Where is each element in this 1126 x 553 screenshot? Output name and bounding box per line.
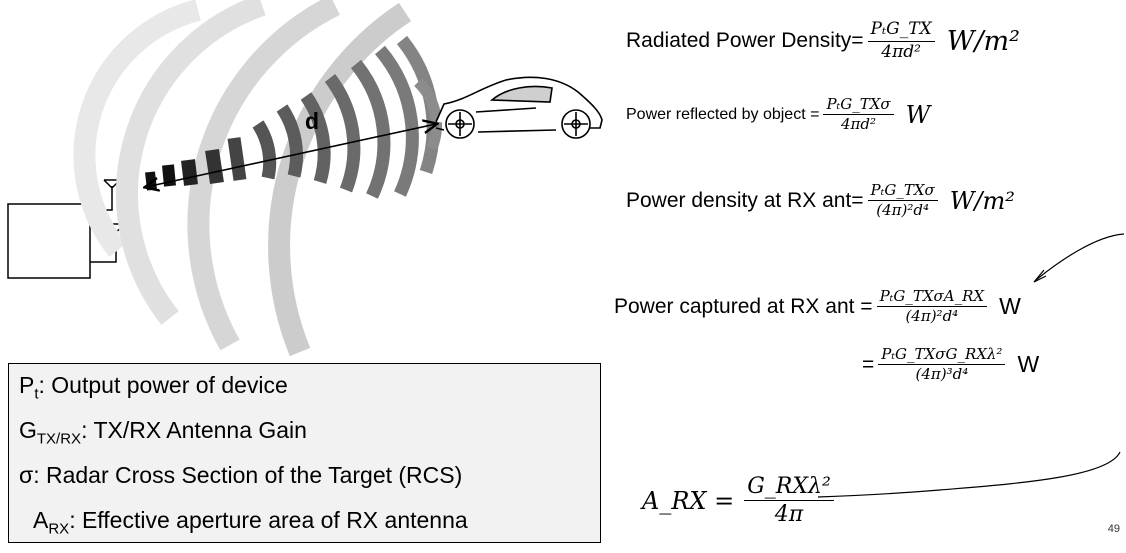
eq-captured2-numerator: PₜG_TXσG_RXλ² — [878, 345, 1006, 366]
legend-row-pt: Pt: Output power of device — [19, 371, 600, 416]
eq-captured-numerator: PₜG_TXσA_RX — [876, 287, 988, 308]
eq-density-rx-denominator: (4π)²d⁴ — [876, 201, 930, 220]
eq-aperture-fraction: G_RXλ² 4π — [744, 474, 834, 528]
eq-captured2-denominator: (4π)³d⁴ — [915, 365, 969, 384]
eq-captured2-fraction: PₜG_TXσG_RXλ² (4π)³d⁴ — [878, 345, 1006, 384]
connector-curve-bottom — [817, 451, 1121, 498]
eq-captured2-label: = — [862, 352, 875, 376]
eq-reflected-denominator: 4πd² — [841, 115, 877, 134]
symbol-legend-box: Pt: Output power of device GTX/RX: TX/RX… — [8, 363, 601, 543]
connector-arrow-top — [1035, 233, 1125, 281]
eq-density-rx-numerator: PₜG_TXσ — [867, 181, 938, 202]
eq-reflected-fraction: PₜG_TXσ 4πd² — [823, 95, 894, 134]
legend-gain-symbol: G — [19, 417, 37, 443]
radio-device-box — [7, 203, 91, 279]
legend-gain-subscript: TX/RX — [36, 430, 82, 448]
eq-power-reflected: Power reflected by object = PₜG_TXσ 4πd²… — [626, 95, 931, 134]
eq-density-rx-fraction: PₜG_TXσ (4π)²d⁴ — [867, 181, 938, 220]
eq-reflected-numerator: PₜG_TXσ — [823, 95, 894, 116]
eq-aperture-label: A_RX = — [642, 486, 735, 515]
legend-aperture-text: : Effective aperture area of RX antenna — [69, 507, 468, 533]
eq-density-rx-unit: W/m² — [949, 186, 1015, 215]
eq-captured-label: Power captured at RX ant = — [614, 294, 873, 318]
eq-reflected-label: Power reflected by object = — [626, 105, 820, 123]
eq-captured-denominator: (4π)²d⁴ — [905, 307, 959, 326]
page-number: 49 — [1107, 523, 1120, 535]
eq-captured-fraction: PₜG_TXσA_RX (4π)²d⁴ — [876, 287, 988, 326]
eq-density-rx-label: Power density at RX ant= — [626, 188, 864, 212]
legend-row-gain: GTX/RX: TX/RX Antenna Gain — [19, 416, 600, 461]
eq-reflected-unit: W — [905, 100, 931, 129]
legend-rcs-text: σ: Radar Cross Section of the Target (RC… — [19, 462, 463, 488]
distance-arrow — [146, 124, 436, 187]
eq-captured-unit: W — [999, 293, 1021, 320]
eq-radiated-denominator: 4πd² — [881, 41, 921, 62]
eq-radiated-unit: W/m² — [946, 25, 1020, 57]
legend-row-rcs: σ: Radar Cross Section of the Target (RC… — [19, 461, 600, 506]
legend-gain-text: : TX/RX Antenna Gain — [81, 417, 307, 443]
eq-power-captured: Power captured at RX ant = PₜG_TXσA_RX (… — [614, 287, 1021, 326]
legend-aperture-symbol: A — [33, 507, 49, 533]
eq-radiated-power-density: Radiated Power Density= PₜG_TX 4πd² W/m² — [626, 19, 1020, 62]
legend-aperture-subscript: RX — [48, 520, 70, 538]
car-icon — [435, 76, 603, 139]
eq-captured2-unit: W — [1017, 351, 1040, 378]
eq-power-density-rx: Power density at RX ant= PₜG_TXσ (4π)²d⁴… — [626, 181, 1015, 220]
eq-aperture-denominator: 4π — [774, 502, 804, 528]
eq-radiated-numerator: PₜG_TX — [867, 19, 935, 42]
legend-pt-text: : Output power of device — [38, 372, 288, 398]
eq-radiated-label: Radiated Power Density= — [626, 29, 864, 53]
legend-row-aperture: ARX: Effective aperture area of RX anten… — [19, 506, 600, 551]
eq-aperture-numerator: G_RXλ² — [744, 474, 834, 502]
connector-arrowhead-icon — [1033, 269, 1047, 283]
legend-pt-subscript: t — [34, 385, 39, 403]
eq-power-captured-expanded: = PₜG_TXσG_RXλ² (4π)³d⁴ W — [862, 345, 1040, 384]
eq-radiated-fraction: PₜG_TX 4πd² — [867, 19, 935, 62]
eq-aperture-area: A_RX = G_RXλ² 4π — [642, 474, 840, 528]
reflected-wave-segments — [145, 35, 442, 199]
distance-label: d — [305, 108, 320, 134]
legend-pt-symbol: P — [19, 372, 35, 398]
